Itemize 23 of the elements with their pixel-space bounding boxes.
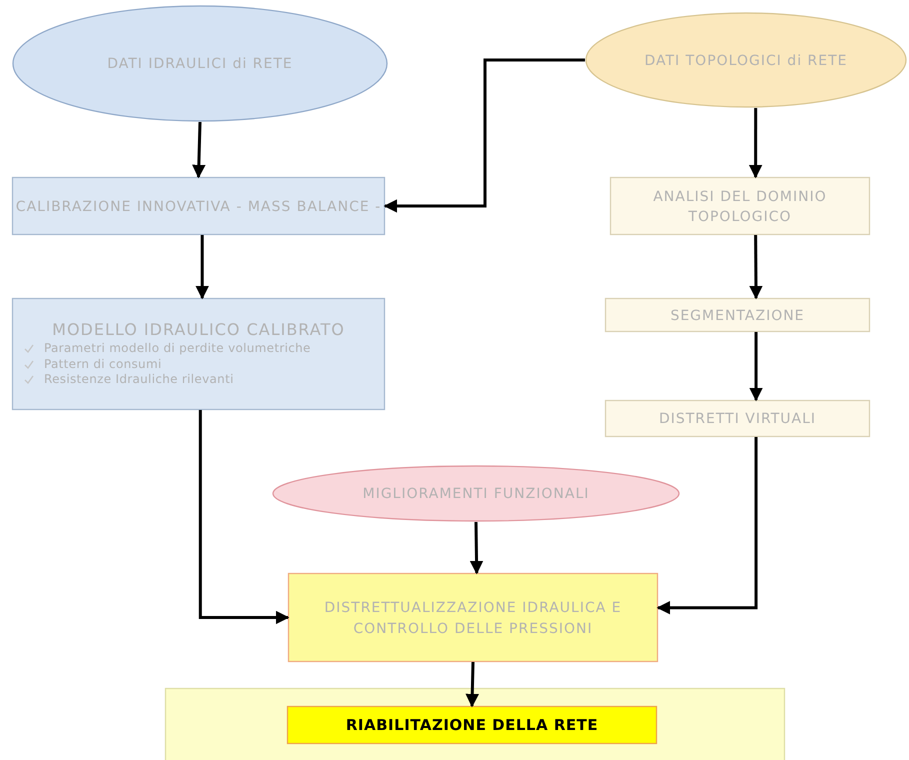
node-label: MODELLO IDRAULICO CALIBRATO	[52, 320, 345, 340]
node-label: SEGMENTAZIONE	[670, 308, 805, 324]
arrow	[466, 662, 480, 708]
arrow	[195, 235, 209, 300]
node-label: ANALISI DEL DOMINIO TOPOLOGICO	[653, 188, 827, 225]
arrow	[749, 234, 763, 300]
arrow	[749, 332, 763, 402]
arrow	[192, 122, 206, 178]
bullet-item: Pattern di consumi	[44, 356, 162, 372]
arrow	[748, 108, 762, 178]
bullet-item: Resistenze Idrauliche rilevanti	[44, 372, 234, 388]
arrow	[198, 410, 290, 624]
node-label: DISTRETTI VIRTUALI	[658, 411, 816, 428]
node-label: MIGLIORAMENTI FUNZIONALI	[362, 486, 590, 502]
arrow	[384, 58, 585, 213]
arrow	[470, 522, 484, 574]
arrow	[656, 437, 758, 614]
node-label: DISTRETTUALIZZAZIONE IDRAULICA E CONTROLLO DELLE PRESSIONI	[324, 600, 622, 636]
node-label: DATI IDRAULICI di RETE	[107, 56, 293, 72]
node-label: DATI TOPOLOGICI di RETE	[644, 52, 848, 69]
node-label: RIABILITAZIONE DELLA RETE	[346, 716, 598, 734]
bullet-item: Parametri modello di perdite volumetriche	[44, 341, 311, 357]
node-label: CALIBRAZIONE INNOVATIVA - MASS BALANCE -	[16, 198, 382, 215]
